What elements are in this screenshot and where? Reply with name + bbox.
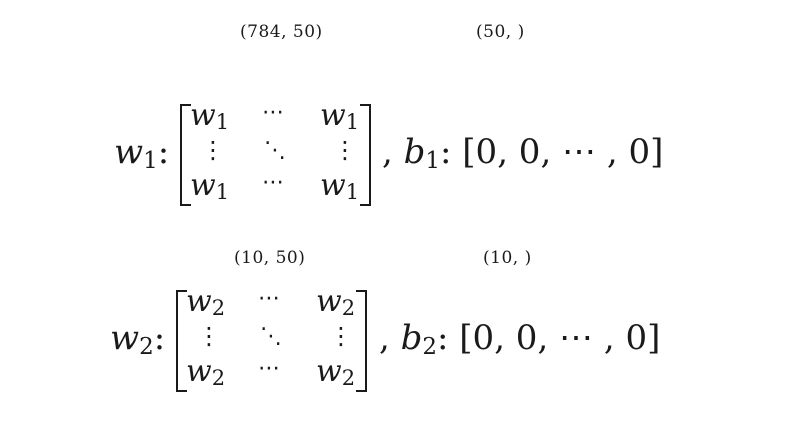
cell-symbol: w bbox=[190, 98, 216, 133]
bias-expression-layer2: , b2: [0, 0, ⋯ , 0] bbox=[379, 318, 660, 360]
matrix-vdots-right: ⋮ bbox=[333, 136, 357, 164]
bias-shape-layer2: (10, ) bbox=[483, 248, 532, 268]
comma: , bbox=[379, 318, 390, 358]
bias-expression-layer1: , b1: [0, 0, ⋯ , 0] bbox=[382, 132, 663, 174]
cell-symbol: w bbox=[320, 98, 346, 133]
bias-shape-layer1: (50, ) bbox=[476, 22, 525, 42]
cell-index: 1 bbox=[215, 180, 230, 204]
cell-symbol: w bbox=[190, 168, 216, 203]
matrix-left-bracket bbox=[180, 104, 191, 206]
cell-index: 1 bbox=[345, 180, 360, 204]
matrix-vdots-right: ⋮ bbox=[329, 322, 353, 350]
cell-symbol: w bbox=[186, 284, 212, 319]
weight-shape-layer1: (784, 50) bbox=[240, 22, 323, 42]
weight-label-layer1: w1: bbox=[114, 132, 169, 174]
cell-index: 2 bbox=[211, 366, 226, 390]
cell-index: 2 bbox=[211, 296, 226, 320]
matrix-cell-top-right: w1 bbox=[320, 98, 359, 134]
cell-index: 1 bbox=[345, 110, 360, 134]
bias-index: 1 bbox=[425, 148, 441, 174]
bias-value: : [0, 0, ⋯ , 0] bbox=[440, 132, 664, 172]
equation-layer1: w1: w1 ⋯ w1 ⋮ ⋱ ⋮ w1 ⋯ w1 , b1: [0, 0, ⋯… bbox=[0, 98, 800, 218]
matrix-cell-bottom-left: w2 bbox=[186, 354, 225, 390]
cell-index: 1 bbox=[215, 110, 230, 134]
bias-value: : [0, 0, ⋯ , 0] bbox=[437, 318, 661, 358]
matrix-cell-bottom-left: w1 bbox=[190, 168, 229, 204]
matrix-ddots: ⋱ bbox=[260, 324, 282, 349]
bias-symbol: b bbox=[400, 318, 423, 358]
matrix-cell-top-left: w1 bbox=[190, 98, 229, 134]
cell-index: 2 bbox=[341, 366, 356, 390]
colon: : bbox=[157, 132, 170, 172]
weight-symbol: w bbox=[110, 318, 140, 358]
matrix-hdots-top: ⋯ bbox=[258, 286, 280, 311]
matrix-cell-top-right: w2 bbox=[316, 284, 355, 320]
cell-symbol: w bbox=[186, 354, 212, 389]
equation-layer2: w2: w2 ⋯ w2 ⋮ ⋱ ⋮ w2 ⋯ w2 , b2: [0, 0, ⋯… bbox=[0, 284, 800, 404]
cell-index: 2 bbox=[341, 296, 356, 320]
matrix-hdots-top: ⋯ bbox=[262, 100, 284, 125]
weight-symbol: w bbox=[114, 132, 144, 172]
matrix-ddots: ⋱ bbox=[264, 138, 286, 163]
matrix-left-bracket bbox=[176, 290, 187, 392]
weight-index: 2 bbox=[139, 334, 154, 360]
weight-shape-layer2: (10, 50) bbox=[234, 248, 306, 268]
cell-symbol: w bbox=[316, 354, 342, 389]
matrix-vdots-left: ⋮ bbox=[201, 136, 225, 164]
weight-label-layer2: w2: bbox=[110, 318, 165, 360]
colon: : bbox=[153, 318, 166, 358]
weight-index: 1 bbox=[143, 148, 158, 174]
comma: , bbox=[382, 132, 393, 172]
matrix-right-bracket bbox=[360, 104, 371, 206]
matrix-cell-bottom-right: w1 bbox=[320, 168, 359, 204]
cell-symbol: w bbox=[320, 168, 346, 203]
matrix-cell-top-left: w2 bbox=[186, 284, 225, 320]
matrix-cell-bottom-right: w2 bbox=[316, 354, 355, 390]
matrix-right-bracket bbox=[356, 290, 367, 392]
bias-symbol: b bbox=[403, 132, 426, 172]
matrix-hdots-bottom: ⋯ bbox=[262, 170, 284, 195]
cell-symbol: w bbox=[316, 284, 342, 319]
matrix-hdots-bottom: ⋯ bbox=[258, 356, 280, 381]
bias-index: 2 bbox=[422, 334, 438, 360]
matrix-vdots-left: ⋮ bbox=[197, 322, 221, 350]
